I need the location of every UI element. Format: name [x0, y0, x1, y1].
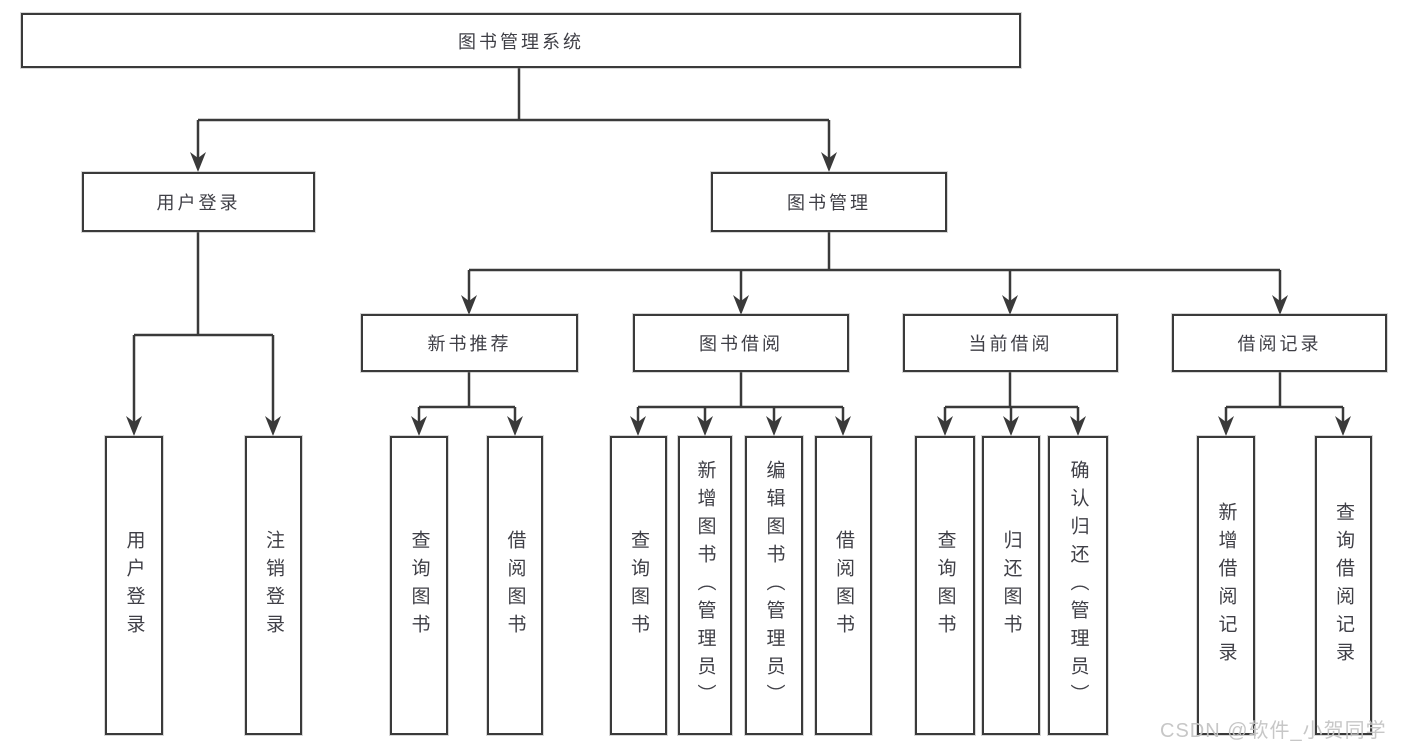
node-label: 新增借阅记录 [1215, 501, 1237, 670]
node-label: 编辑图书（管理员） [763, 459, 785, 712]
node-label: 查询借阅记录 [1333, 501, 1354, 670]
leaf-add-borrow-record: 新增借阅记录 [1197, 436, 1255, 735]
node-label: 注销登录 [263, 529, 284, 642]
node-label: 借阅图书 [504, 529, 526, 642]
leaf-add-book-admin: 新增图书（管理员） [678, 436, 732, 735]
node-label: 查询图书 [628, 529, 649, 642]
node-new-book-recommend: 新书推荐 [361, 314, 578, 372]
leaf-user-login: 用户登录 [105, 436, 163, 735]
leaf-query-books-current: 查询图书 [915, 436, 975, 735]
leaf-confirm-return-admin: 确认归还（管理员） [1048, 436, 1108, 735]
node-root-system: 图书管理系统 [21, 13, 1021, 68]
node-label: 图书借阅 [699, 334, 783, 354]
node-label: 图书管理 [787, 193, 871, 213]
leaf-query-borrow-record: 查询借阅记录 [1315, 436, 1372, 735]
watermark-text: CSDN @软件_小贺同学 [1160, 720, 1387, 742]
node-label: 当前借阅 [968, 334, 1053, 354]
node-current-borrow: 当前借阅 [903, 314, 1118, 372]
node-label: 查询图书 [934, 529, 956, 642]
leaf-logout: 注销登录 [245, 436, 302, 735]
node-label: 用户登录 [156, 193, 241, 213]
node-label: 新增图书（管理员） [694, 459, 716, 712]
node-label: 借阅图书 [833, 529, 854, 642]
node-book-management-branch: 图书管理 [711, 172, 947, 232]
node-label: 用户登录 [123, 529, 145, 642]
node-label: 查询图书 [408, 529, 430, 642]
node-label: 确认归还（管理员） [1067, 459, 1089, 712]
node-label: 新书推荐 [427, 334, 512, 354]
leaf-borrow-books-recommend: 借阅图书 [487, 436, 543, 735]
node-label: 图书管理系统 [458, 31, 584, 52]
leaf-return-book: 归还图书 [982, 436, 1040, 735]
node-book-borrow: 图书借阅 [633, 314, 849, 372]
leaf-query-books-borrow: 查询图书 [610, 436, 667, 735]
node-label: 归还图书 [1000, 529, 1022, 642]
leaf-edit-book-admin: 编辑图书（管理员） [745, 436, 803, 735]
node-label: 借阅记录 [1237, 334, 1322, 354]
node-user-login-branch: 用户登录 [82, 172, 315, 232]
leaf-query-books-recommend: 查询图书 [390, 436, 448, 735]
leaf-borrow-books: 借阅图书 [815, 436, 872, 735]
node-borrow-records: 借阅记录 [1172, 314, 1387, 372]
